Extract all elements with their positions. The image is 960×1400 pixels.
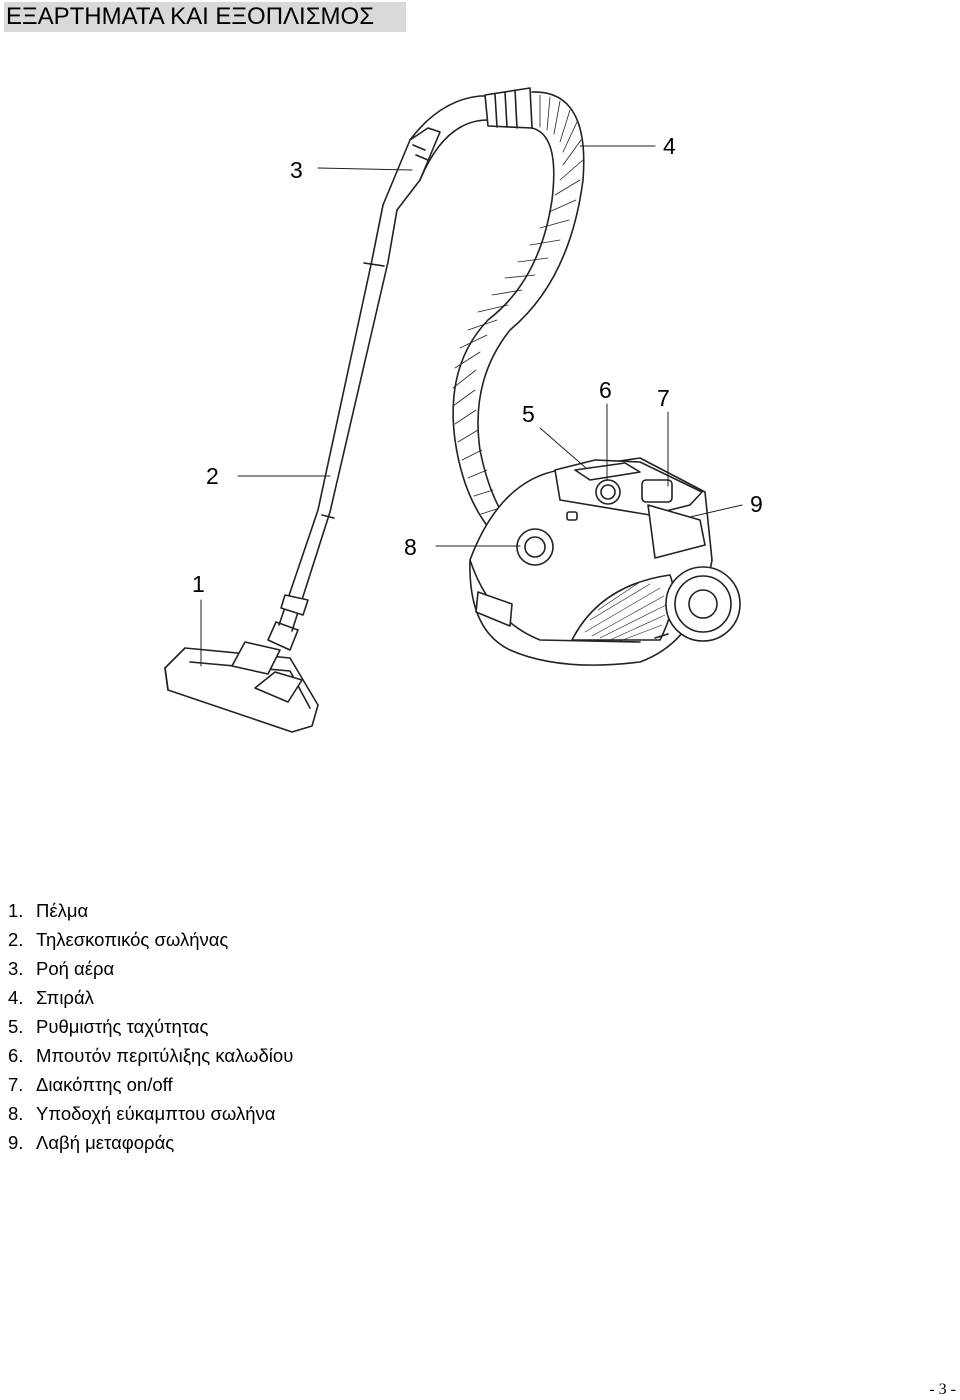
list-item: 8.Υποδοχή εύκαμπτου σωλήνα bbox=[8, 1103, 276, 1124]
vacuum-body-drawing bbox=[469, 457, 741, 666]
list-item: 6.Μπουτόν περιτύλιξης καλωδίου bbox=[8, 1045, 294, 1066]
callout-3: 3 bbox=[290, 157, 303, 183]
page-title: ΕΞΑΡΤΗΜΑΤΑ ΚΑΙ ΕΞΟΠΛΙΣΜΟΣ bbox=[4, 2, 406, 32]
flexible-hose-drawing bbox=[452, 91, 585, 546]
list-item: 4.Σπιράλ bbox=[8, 987, 94, 1008]
floor-nozzle-drawing bbox=[164, 621, 319, 733]
callout-4: 4 bbox=[663, 133, 676, 159]
parts-list: 1.Πέλμα 2.Τηλεσκοπικός σωλήνας 3.Ροή αέρ… bbox=[8, 896, 293, 1157]
list-item: 3.Ροή αέρα bbox=[8, 958, 115, 979]
callout-6: 6 bbox=[599, 377, 612, 403]
callout-5: 5 bbox=[522, 401, 535, 427]
vacuum-cleaner-diagram: 1 2 3 4 5 6 7 8 9 bbox=[164, 87, 763, 733]
list-item: 5.Ρυθμιστής ταχύτητας bbox=[8, 1016, 209, 1037]
callout-2: 2 bbox=[206, 463, 219, 489]
telescopic-tube-drawing bbox=[278, 127, 441, 632]
callout-1: 1 bbox=[192, 571, 205, 597]
handle-drawing bbox=[409, 87, 533, 181]
callout-9: 9 bbox=[750, 491, 763, 517]
page-number: - 3 - bbox=[929, 1381, 956, 1398]
callout-7: 7 bbox=[657, 385, 670, 411]
callout-leader-lines bbox=[200, 145, 743, 667]
list-item: 1.Πέλμα bbox=[8, 900, 89, 921]
list-item: 9.Λαβή μεταφοράς bbox=[8, 1132, 175, 1153]
list-item: 2.Τηλεσκοπικός σωλήνας bbox=[8, 929, 229, 950]
callout-8: 8 bbox=[404, 534, 417, 560]
list-item: 7.Διακόπτης on/off bbox=[8, 1074, 173, 1095]
